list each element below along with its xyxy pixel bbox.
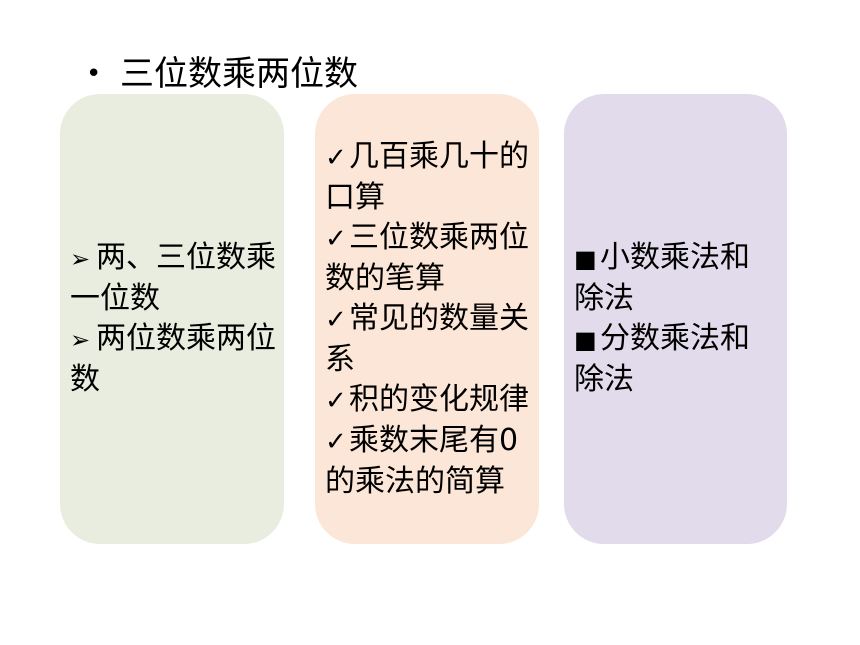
list-item: ■小数乘法和除法: [574, 240, 750, 316]
list-item: ✓常见的数量关系: [325, 300, 529, 377]
checkmark-icon: ✓: [325, 426, 347, 457]
square-bullet-icon: ■: [574, 326, 597, 354]
panel-future-content: ■小数乘法和除法 ■分数乘法和除法: [564, 94, 787, 544]
list-item: ■分数乘法和除法: [574, 321, 750, 397]
list-item: ✓三位数乘两位数的笔算: [325, 219, 529, 296]
slide-title: 三位数乘两位数: [120, 54, 358, 94]
panel-current-content: ✓几百乘几十的口算 ✓三位数乘两位数的笔算 ✓常见的数量关系 ✓积的变化规律 ✓…: [315, 94, 539, 544]
list-item: ✓乘数末尾有0的乘法的简算: [325, 422, 519, 499]
arrow-bullet-icon: ➢: [70, 245, 91, 273]
list-item: ✓几百乘几十的口算: [325, 138, 529, 215]
panel-prior-knowledge: ➢两、三位数乘一位数 ➢两位数乘两位数: [60, 94, 284, 544]
checkmark-icon: ✓: [325, 223, 347, 254]
arrow-bullet-icon: ➢: [70, 326, 91, 354]
checkmark-icon: ✓: [325, 142, 347, 173]
checkmark-icon: ✓: [325, 385, 347, 416]
list-item: ✓积的变化规律: [325, 380, 535, 421]
checkmark-icon: ✓: [325, 304, 347, 335]
list-item: ➢两位数乘两位数: [70, 321, 276, 397]
list-item: ➢两、三位数乘一位数: [70, 240, 276, 316]
bullet-icon: •: [86, 59, 102, 89]
square-bullet-icon: ■: [574, 245, 597, 273]
slide-heading: • 三位数乘两位数: [86, 52, 358, 96]
